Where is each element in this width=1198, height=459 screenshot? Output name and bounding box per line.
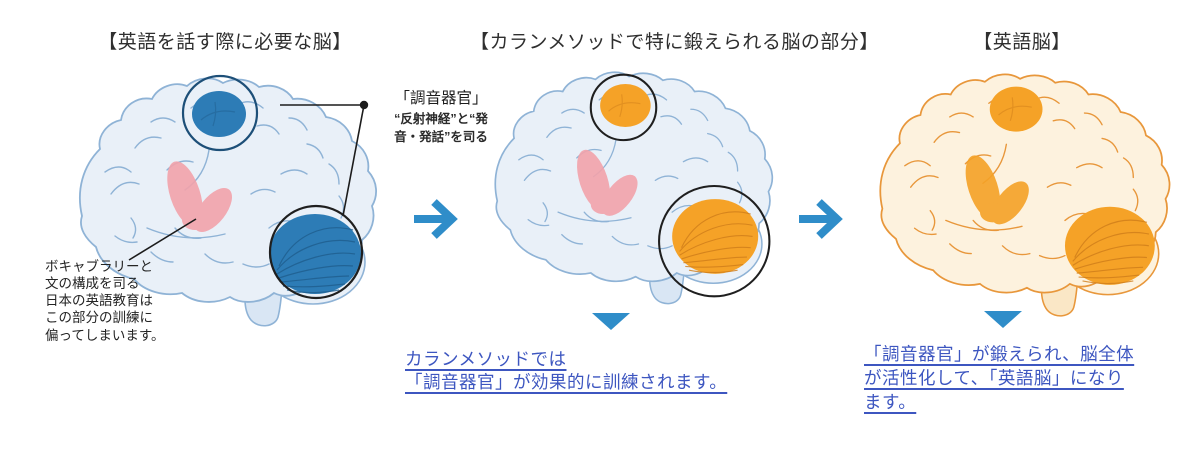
triangle-down-icon — [592, 313, 630, 330]
note-pointer-line — [128, 218, 197, 261]
triangle-down-icon — [984, 311, 1022, 328]
callout-line: ます。 — [864, 392, 917, 412]
arrow-right-icon — [414, 199, 458, 239]
annotation-pointer-line — [342, 104, 365, 217]
callout-line: 「調音器官」が効果的に訓練されます。 — [405, 372, 728, 392]
callout-callan-training-link[interactable]: カランメソッドでは 「調音器官」が効果的に訓練されます。 — [405, 348, 727, 394]
note-line: この部分の訓練に — [45, 310, 153, 326]
motor-area-ring — [181, 74, 259, 152]
brain-figure-english-speaking — [55, 74, 395, 326]
annotation-sub-line: 音・発話”を司る — [394, 129, 488, 144]
callout-line: が活性化して、「英語脳」になり — [864, 368, 1124, 388]
section-title-middle: 【カランメソッドで特に鍛えられる脳の部分】 — [470, 32, 879, 53]
section-title-left: 【英語を話す際に必要な脳】 — [98, 32, 352, 53]
annotation-title: 「調音器官」 — [394, 90, 488, 107]
callout-line: カランメソッドでは — [405, 349, 567, 369]
brain-figure-callan-trained — [472, 70, 790, 304]
note-line: ボキャブラリーと — [45, 259, 153, 274]
annotation-articulation-organ: 「調音器官」 “反射神経”と“発 音・発話”を司る — [380, 86, 502, 146]
section-title-right: 【英語脳】 — [973, 32, 1071, 53]
brain-figure-english-brain — [856, 72, 1188, 316]
motor-area-ring — [589, 73, 658, 142]
arrow-right-icon — [799, 199, 843, 239]
cerebellum-ring — [268, 204, 364, 300]
annotation-pointer-dot — [359, 100, 369, 110]
note-line: 文の構成を司る — [45, 276, 140, 292]
cerebellum-ring — [658, 184, 771, 298]
note-vocabulary: ボキャブラリーと 文の構成を司る 日本の英語教育は この部分の訓練に 偏ってしま… — [45, 258, 164, 344]
note-line: 偏ってしまいます。 — [45, 327, 165, 343]
callout-english-brain-link[interactable]: 「調音器官」が鍛えられ、脳全体 が活性化して、「英語脳」になり ます。 — [864, 342, 1134, 414]
note-line: 日本の英語教育は — [45, 293, 153, 309]
callout-line: 「調音器官」が鍛えられ、脳全体 — [864, 344, 1135, 364]
annotation-sub-line: “反射神経”と“発 — [394, 112, 488, 126]
